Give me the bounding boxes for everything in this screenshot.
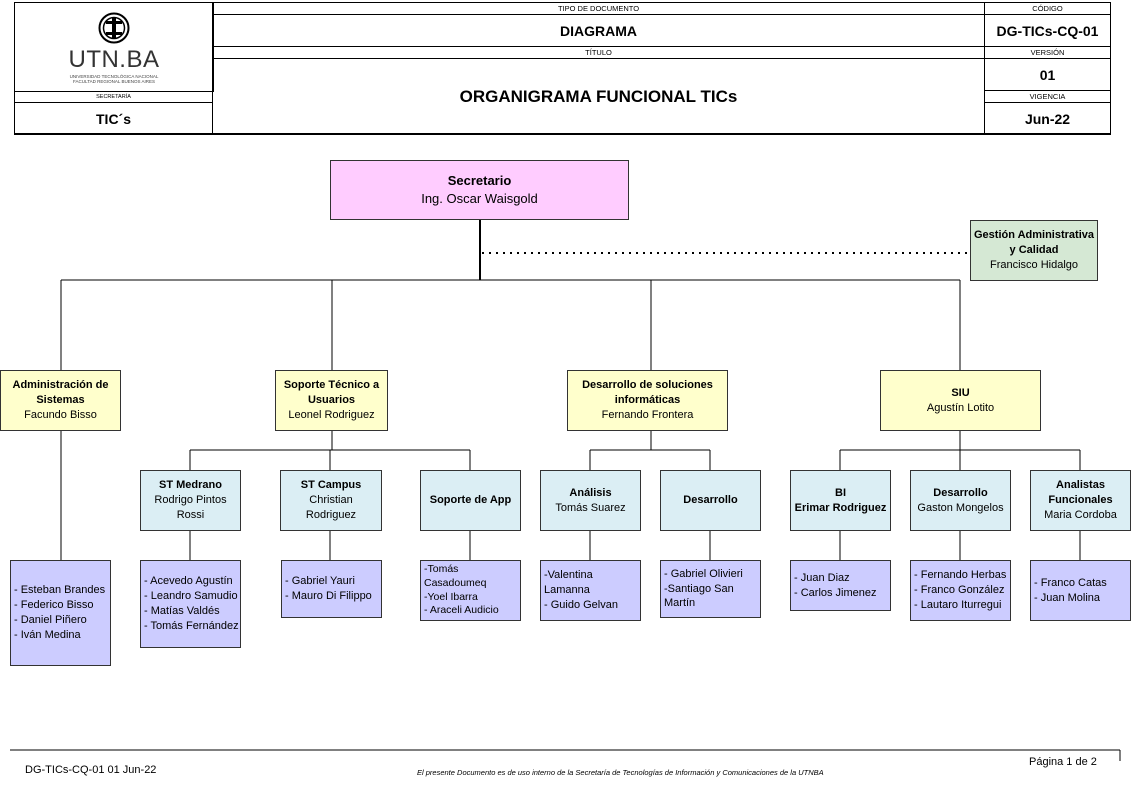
- logo-subtitle-1: UNIVERSIDAD TECNOLÓGICA NACIONAL: [69, 73, 159, 79]
- member-item: - Franco Catas: [1034, 576, 1107, 589]
- node-st-medrano: ST Medrano Rodrigo Pintos Rossi: [140, 470, 241, 531]
- node-desarrollo: Desarrollo: [660, 470, 761, 531]
- node-title: Desarrollo: [933, 486, 988, 499]
- footer-notice: El presente Documento es de uso interno …: [417, 768, 824, 777]
- document-header: UTN.BA UNIVERSIDAD TECNOLÓGICA NACIONAL …: [14, 2, 1111, 135]
- member-item: - Araceli Audicio: [424, 604, 499, 617]
- member-item: Martín: [664, 597, 696, 610]
- node-person: Tomás Suarez: [555, 501, 626, 514]
- member-item: - Esteban Brandes: [14, 584, 106, 597]
- node-person: Leonel Rodriguez: [288, 408, 375, 421]
- members-st-campus: - Gabriel Yauri - Mauro Di Filippo: [281, 560, 382, 618]
- member-item: Lamanna: [544, 584, 590, 597]
- members-administracion: - Esteban Brandes - Federico Bisso - Dan…: [10, 560, 111, 666]
- node-person: Christian Rodriguez: [305, 494, 357, 521]
- node-title: ST Medrano: [159, 479, 222, 492]
- members-analisis: -Valentina Lamanna - Guido Gelvan: [540, 560, 641, 621]
- node-st-campus: ST Campus Christian Rodriguez: [280, 470, 382, 531]
- member-item: - Acevedo Agustín: [144, 575, 233, 588]
- member-item: - Fernando Herbas: [914, 569, 1007, 582]
- logo-text: UTN.BA: [68, 46, 159, 74]
- node-title: Desarrollo de soluciones informáticas: [582, 379, 713, 407]
- node-person: Erimar Rodriguez: [794, 501, 887, 514]
- members-desarrollo: - Gabriel Olivieri -Santiago San Martín: [660, 560, 761, 618]
- node-analisis: Análisis Tomás Suarez: [540, 470, 641, 531]
- node-title: Gestión Administrativa y Calidad: [973, 229, 1094, 257]
- node-desarrollo-siu: Desarrollo Gaston Mongelos: [910, 470, 1011, 531]
- node-title: ST Campus: [300, 479, 362, 492]
- member-item: - Matías Valdés: [144, 605, 220, 617]
- member-item: - Iván Medina: [14, 628, 81, 641]
- member-item: - Gabriel Olivieri: [664, 567, 743, 580]
- node-title: Soporte de App: [429, 494, 512, 507]
- members-analistas: - Franco Catas - Juan Molina: [1030, 560, 1131, 621]
- node-person: Facundo Bisso: [24, 408, 97, 421]
- members-bi: - Juan Diaz - Carlos Jimenez: [790, 560, 891, 611]
- node-person: Rodrigo Pintos Rossi: [154, 494, 227, 521]
- node-title: Soporte Técnico a Usuarios: [283, 379, 380, 407]
- member-item: -Yoel Ibarra: [424, 590, 478, 603]
- member-item: -Santiago San: [664, 582, 734, 595]
- node-title: Análisis: [569, 486, 612, 499]
- member-item: - Carlos Jimenez: [794, 586, 877, 599]
- member-item: - Leandro Samudio: [144, 590, 238, 603]
- node-bi: BI Erimar Rodriguez: [790, 470, 891, 531]
- footer-page-number: Página 1 de 2: [1029, 756, 1097, 768]
- member-item: - Franco González: [914, 584, 1005, 597]
- member-item: - Federico Bisso: [14, 599, 94, 612]
- logo-subtitle-2: FACULTAD REGIONAL BUENOS AIRES: [73, 78, 155, 84]
- node-person: Francisco Hidalgo: [989, 258, 1079, 271]
- member-item: - Juan Molina: [1034, 591, 1101, 604]
- node-person: Gaston Mongelos: [917, 501, 1004, 514]
- footer-code: DG-TICs-CQ-01 01 Jun-22: [25, 764, 157, 776]
- node-soporte-tecnico: Soporte Técnico a Usuarios Leonel Rodrig…: [275, 370, 388, 431]
- node-title: Analistas Funcionales: [1048, 479, 1113, 507]
- node-title: BI: [835, 486, 846, 499]
- node-analistas-funcionales: Analistas Funcionales Maria Cordoba: [1030, 470, 1131, 531]
- node-person: Agustín Lotito: [926, 401, 995, 414]
- node-title: SIU: [951, 386, 970, 399]
- member-item: - Daniel Piñero: [14, 614, 87, 626]
- member-item: - Tomás Fernández: [144, 619, 239, 632]
- node-secretario: Secretario Ing. Oscar Waisgold: [330, 160, 629, 220]
- logo-cell: UTN.BA UNIVERSIDAD TECNOLÓGICA NACIONAL …: [14, 2, 214, 92]
- node-soporte-app: Soporte de App: [420, 470, 521, 531]
- node-title: Desarrollo: [683, 494, 738, 507]
- member-item: - Juan Diaz: [794, 571, 850, 584]
- member-item: - Mauro Di Filippo: [285, 590, 372, 602]
- node-title: Administración de Sistemas: [12, 379, 109, 407]
- node-siu: SIU Agustín Lotito: [880, 370, 1041, 431]
- member-item: - Gabriel Yauri: [285, 575, 355, 588]
- node-person: Fernando Frontera: [601, 408, 694, 421]
- node-gestion-administrativa: Gestión Administrativa y Calidad Francis…: [970, 220, 1098, 281]
- logo-wordmark: UTN.BA: [68, 45, 160, 73]
- member-item: -Tomás: [424, 563, 459, 576]
- vigencia-value: Jun-22: [984, 102, 1111, 135]
- members-soporte-app: -Tomás Casadoumeq -Yoel Ibarra - Araceli…: [420, 560, 521, 621]
- members-st-medrano: - Acevedo Agustín - Leandro Samudio - Ma…: [140, 560, 241, 648]
- node-person: Ing. Oscar Waisgold: [421, 191, 538, 206]
- node-person: Maria Cordoba: [1044, 508, 1117, 521]
- node-administracion-sistemas: Administración de Sistemas Facundo Bisso: [0, 370, 121, 431]
- member-item: - Lautaro Iturregui: [914, 598, 1002, 611]
- member-item: Casadoumeq: [424, 576, 487, 589]
- member-item: - Guido Gelvan: [544, 598, 618, 611]
- utn-emblem-icon: [98, 12, 130, 43]
- node-desarrollo-soluciones: Desarrollo de soluciones informáticas Fe…: [567, 370, 728, 431]
- members-desarrollo-siu: - Fernando Herbas - Franco González - La…: [910, 560, 1011, 621]
- node-title: Secretario: [447, 173, 512, 189]
- member-item: -Valentina: [544, 569, 593, 582]
